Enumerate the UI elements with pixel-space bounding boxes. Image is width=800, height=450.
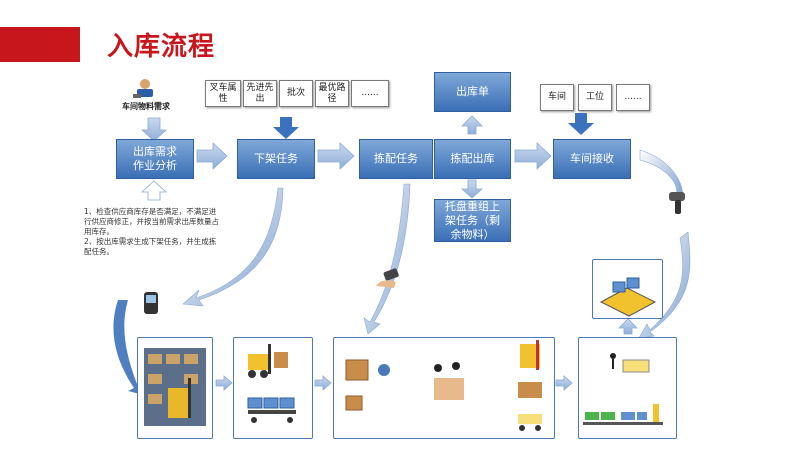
handheld-terminal-icon <box>143 291 159 315</box>
tag-station: 工位 <box>578 84 612 111</box>
arrow-up <box>140 180 168 201</box>
note-line: 1、检查供应商库存是否满足，不满足进行供应商修正，并按当前需求出库数量占用库存。 <box>84 207 219 236</box>
arrow-right <box>514 142 552 170</box>
node-pallet-task: 托盘重组上架任务（剩余物料） <box>434 199 511 242</box>
node-demand-analysis: 出库需求作业分析 <box>116 139 194 179</box>
arrow-down <box>140 117 168 142</box>
panel-warehouse <box>137 337 213 439</box>
pda-hand-icon <box>374 268 404 290</box>
node-allocation-task: 拣配任务 <box>359 139 433 179</box>
delivery-cart-icon <box>583 353 663 425</box>
curve-arrow <box>113 300 144 395</box>
arrow-right <box>196 142 228 170</box>
process-notes: 1、检查供应商库存是否满足，不满足进行供应商修正，并按当前需求出库数量占用库存。… <box>84 207 222 257</box>
barcode-scanner-icon <box>665 190 691 216</box>
node-workshop-receive: 车间接收 <box>553 139 631 179</box>
forklift-icon <box>247 344 296 423</box>
node-out-order: 出库单 <box>434 72 511 112</box>
arrow-right <box>314 375 332 391</box>
warehouse-shelf-icon <box>144 348 206 426</box>
panel-forklift <box>233 337 313 439</box>
arrow-right <box>555 375 573 391</box>
title-accent-bar <box>0 27 80 62</box>
tag-more-right: ...... <box>616 84 650 111</box>
node-pick-task: 下架任务 <box>237 139 315 179</box>
tag-more: ...... <box>351 80 389 107</box>
arrow-down <box>460 179 484 199</box>
curve-arrow <box>363 183 411 335</box>
allocation-scene-icon <box>345 340 542 431</box>
tag-fifo: 先进先出 <box>243 80 277 107</box>
arrow-right <box>215 375 233 391</box>
page-title: 入库流程 <box>107 32 216 62</box>
tag-batch: 批次 <box>279 80 313 107</box>
arrow-up <box>618 318 638 335</box>
tag-forklift-attr: 叉车属性 <box>205 80 241 107</box>
workshop-station-icon <box>599 277 657 317</box>
curve-arrow <box>638 231 691 339</box>
arrow-down <box>568 113 594 135</box>
curve-arrow <box>182 187 284 307</box>
node-allocation-out: 拣配出库 <box>434 139 511 179</box>
worker-icon <box>131 78 155 100</box>
workshop-demand-label: 车间物料需求 <box>122 102 170 111</box>
tag-best-path: 最优路径 <box>315 80 349 107</box>
panel-allocation <box>333 337 555 439</box>
note-line: 2、按出库需求生成下架任务，并生成拣配任务。 <box>84 237 217 256</box>
panel-workshop-line <box>592 259 663 319</box>
arrow-down <box>273 117 299 139</box>
arrow-up <box>461 115 483 135</box>
panel-workshop-delivery <box>578 337 677 439</box>
tag-workshop: 车间 <box>540 84 574 111</box>
arrow-right <box>317 142 355 170</box>
